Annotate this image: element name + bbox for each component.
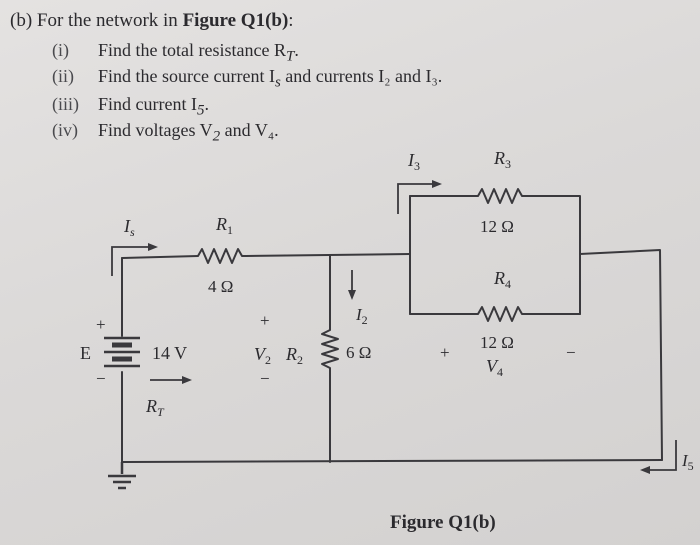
resistor-r4-zigzag <box>477 306 523 322</box>
i5-label: I5 <box>681 451 694 473</box>
v4-label: V4 <box>486 356 503 379</box>
source-plus: + <box>96 315 106 334</box>
part-number: (ii) <box>52 66 74 86</box>
i2-label: I2 <box>355 305 368 327</box>
wire-top-mid <box>245 253 411 257</box>
rt-arrowhead <box>182 376 192 384</box>
wire-right-top <box>579 249 663 461</box>
wire-bottom <box>121 459 663 463</box>
r1-label: R1 <box>215 214 233 237</box>
r1-value: 4 Ω <box>208 277 233 296</box>
question-part-iv: (iv) Find voltages V2 and V₄. <box>52 120 279 146</box>
part-number: (iv) <box>52 120 78 140</box>
question-header: (b) For the network in Figure Q1(b): <box>10 10 294 32</box>
part-label: (b) <box>10 10 33 31</box>
source-minus: − <box>96 369 106 388</box>
lead-text: For the network in <box>36 10 183 31</box>
i3-arrowhead <box>432 180 442 188</box>
part-tail: and V₄. <box>220 120 279 140</box>
i3-arrow <box>397 183 434 214</box>
resistor-r3-zigzag <box>477 188 523 204</box>
figure-reference: Figure Q1(b) <box>182 10 289 31</box>
v2-label: V2 <box>254 344 271 367</box>
r4-label: R4 <box>493 268 511 291</box>
part-text: Find current I <box>98 94 197 114</box>
v2-minus: − <box>260 369 270 388</box>
part-text: Find the source current I <box>98 66 275 86</box>
r2-value: 6 Ω <box>346 343 371 362</box>
r3-label: R3 <box>493 148 511 171</box>
v2-plus: + <box>260 311 270 330</box>
resistor-r2-zigzag <box>321 329 339 372</box>
part-text: Find the total resistance R <box>98 40 286 60</box>
part-number: (i) <box>52 40 69 60</box>
r4-value: 12 Ω <box>480 333 514 352</box>
ground-symbol <box>108 462 136 490</box>
part-tail: . <box>294 40 299 60</box>
question-part-i: (i) Find the total resistance RT. <box>52 40 299 66</box>
r2-label: R2 <box>285 344 303 367</box>
source-value: 14 V <box>152 343 187 363</box>
v4-plus: + <box>440 343 450 362</box>
is-label: Is <box>123 216 135 239</box>
v4-minus: − <box>566 343 576 362</box>
is-arrowhead <box>148 243 158 251</box>
i5-arrow <box>648 440 677 471</box>
question-part-iii: (iii) Find current I5. <box>52 94 209 120</box>
wire-top-left <box>121 255 199 259</box>
wire-r3-right <box>521 195 581 315</box>
lead-end: : <box>288 10 294 31</box>
question-part-ii: (ii) Find the source current Is and curre… <box>52 66 442 92</box>
part-tail: . <box>204 94 209 114</box>
resistor-r1-zigzag <box>197 248 246 264</box>
part-subscript: 2 <box>212 128 221 145</box>
i3-label: I3 <box>407 150 420 173</box>
source-name: E <box>80 343 91 363</box>
part-subscript: 5 <box>196 102 205 119</box>
rt-label: RT <box>145 396 165 419</box>
figure-caption: Figure Q1(b) <box>390 512 496 533</box>
is-arrow <box>111 246 150 276</box>
part-tail: and currents I₂ and I₃. <box>280 66 443 86</box>
part-subscript: s <box>274 74 281 91</box>
part-number: (iii) <box>52 94 79 114</box>
part-text: Find voltages V <box>98 120 213 140</box>
i2-arrowhead <box>348 290 356 300</box>
part-subscript: T <box>285 48 295 65</box>
r3-value: 12 Ω <box>480 217 514 236</box>
i5-arrowhead <box>640 466 650 474</box>
